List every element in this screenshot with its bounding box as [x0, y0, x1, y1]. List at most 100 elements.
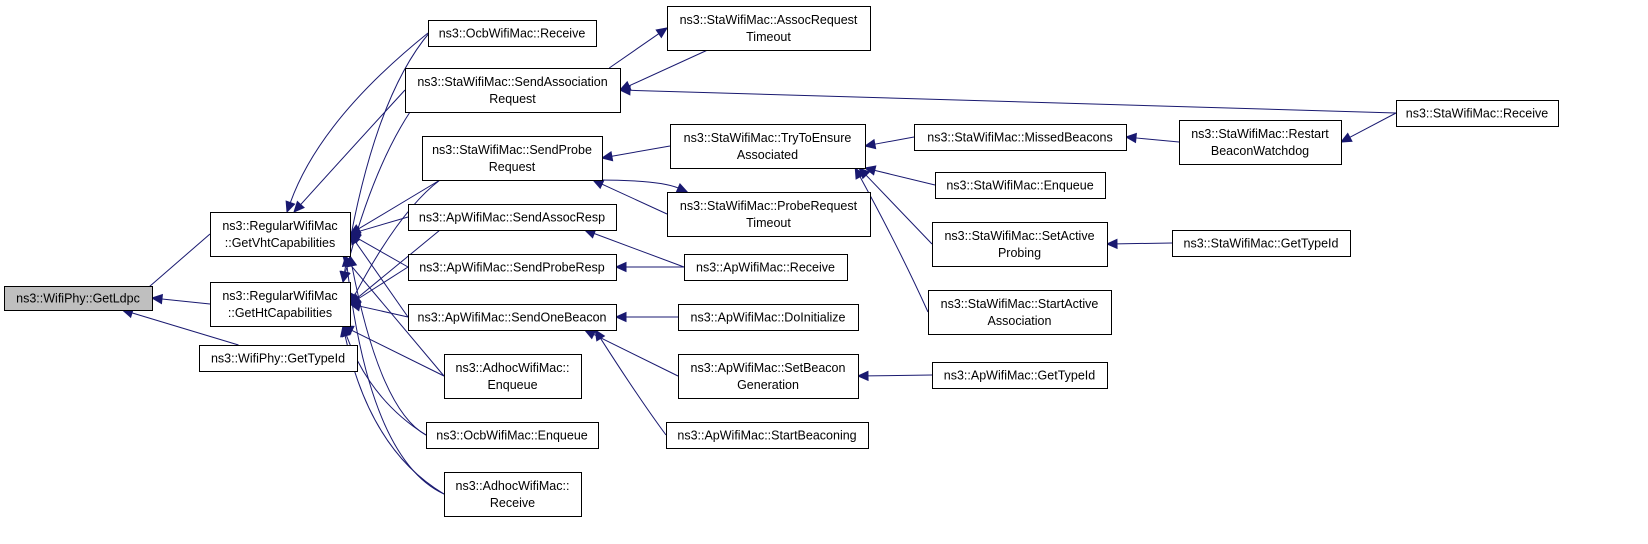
edge-line — [865, 174, 933, 245]
edge-line — [354, 179, 441, 296]
node-staenq[interactable]: ns3::StaWifiMac::Enqueue — [935, 172, 1106, 199]
edge-arrowhead — [340, 324, 351, 338]
edge-line — [874, 136, 915, 145]
edge-arrowhead — [614, 261, 627, 273]
node-starecv[interactable]: ns3::StaWifiMac::Receive — [1396, 100, 1559, 127]
node-label: ns3::ApWifiMac::SendProbeResp — [419, 261, 605, 275]
edge-sendassoc-to-getvht — [293, 89, 406, 213]
edge-arrowhead — [600, 150, 614, 162]
node-box — [932, 222, 1108, 267]
edge-ocbenq-to-getvht — [346, 254, 427, 436]
node-ocbrecv[interactable]: ns3::OcbWifiMac::Receive — [428, 20, 597, 47]
edge-line — [629, 89, 1397, 114]
node-proberesp[interactable]: ns3::ApWifiMac::SendProbeResp — [408, 254, 617, 281]
node-label: Associated — [737, 148, 798, 162]
node-box — [1179, 120, 1342, 165]
node-missed[interactable]: ns3::StaWifiMac::MissedBeacons — [914, 124, 1127, 151]
edge-line — [608, 33, 660, 69]
edge-line — [1349, 112, 1397, 138]
node-startbeacon[interactable]: ns3::ApWifiMac::StartBeaconing — [666, 422, 869, 449]
node-box — [684, 254, 848, 281]
edge-line — [874, 169, 936, 186]
edge-line — [131, 312, 239, 346]
edge-line — [161, 298, 211, 305]
node-label: ns3::AdhocWifiMac:: — [456, 361, 570, 375]
node-box — [1172, 230, 1351, 257]
node-box — [422, 136, 603, 181]
node-label: ns3::StaWifiMac::ProbeRequest — [680, 199, 858, 213]
edge-line — [628, 49, 708, 87]
node-doinit[interactable]: ns3::ApWifiMac::DoInitialize — [678, 304, 859, 331]
node-box — [678, 354, 859, 399]
node-box — [408, 304, 617, 331]
edge-aprecv-to-proberesp — [614, 261, 684, 273]
node-adhocrecv[interactable]: ns3::AdhocWifiMac::Receive — [444, 472, 582, 517]
node-getvht[interactable]: ns3::RegularWifiMac::GetVhtCapabilities — [210, 212, 351, 257]
node-aptypeid[interactable]: ns3::ApWifiMac::GetTypeId — [932, 362, 1108, 389]
edge-arrowhead — [591, 179, 605, 190]
edge-arrowhead — [348, 301, 362, 312]
node-getht[interactable]: ns3::RegularWifiMac::GetHtCapabilities — [210, 282, 351, 327]
node-box — [426, 422, 599, 449]
node-label: ns3::StaWifiMac::SendAssociation — [417, 75, 607, 89]
edge-doinit-to-onebeacon — [614, 311, 678, 323]
edge-line — [867, 374, 933, 377]
node-assocresp[interactable]: ns3::ApWifiMac::SendAssocResp — [408, 204, 617, 231]
node-label: Receive — [490, 496, 535, 510]
node-label: ns3::ApWifiMac::SendAssocResp — [419, 211, 605, 225]
edge-line — [358, 238, 409, 268]
edge-arrowhead — [1105, 238, 1118, 250]
node-ocbenq[interactable]: ns3::OcbWifiMac::Enqueue — [426, 422, 599, 449]
node-label: ns3::StaWifiMac::TryToEnsure — [684, 131, 852, 145]
node-label: Probing — [998, 246, 1041, 260]
node-label: ns3::RegularWifiMac — [222, 289, 337, 303]
edge-arrowhead — [618, 85, 631, 96]
node-statypeid[interactable]: ns3::StaWifiMac::GetTypeId — [1172, 230, 1351, 257]
node-onebeacon[interactable]: ns3::ApWifiMac::SendOneBeacon — [408, 304, 617, 331]
node-label: ::GetHtCapabilities — [228, 306, 332, 320]
node-label: ns3::StaWifiMac::SetActive — [944, 229, 1094, 243]
node-label: Association — [988, 314, 1052, 328]
node-getldpc[interactable]: ns3::WifiPhy::GetLdpc — [4, 286, 153, 311]
edge-line — [300, 89, 406, 205]
edge-arrowhead — [675, 182, 689, 193]
edge-arrowhead — [863, 165, 877, 176]
edge-line — [355, 241, 409, 318]
node-box — [666, 422, 869, 449]
node-aprecv[interactable]: ns3::ApWifiMac::Receive — [684, 254, 848, 281]
node-label: Enqueue — [487, 378, 537, 392]
edge-arrowhead — [594, 328, 606, 342]
node-label: ns3::StaWifiMac::AssocRequest — [680, 13, 858, 27]
edge-missed-to-trytoensure — [863, 136, 915, 150]
node-label: ns3::StaWifiMac::StartActive — [941, 297, 1099, 311]
edge-line — [1116, 242, 1173, 245]
node-box — [428, 20, 597, 47]
edge-arrowhead — [340, 270, 351, 284]
node-box — [444, 354, 582, 399]
edge-line — [600, 338, 667, 436]
node-box — [408, 254, 617, 281]
node-label: ns3::AdhocWifiMac:: — [456, 479, 570, 493]
node-box — [199, 345, 358, 372]
node-box — [667, 6, 871, 51]
edge-onebeacon-to-getht — [348, 301, 409, 318]
node-phytypeid[interactable]: ns3::WifiPhy::GetTypeId — [199, 345, 358, 372]
edge-line — [1135, 137, 1180, 143]
node-box — [935, 172, 1106, 199]
node-label: ns3::WifiPhy::GetLdpc — [16, 292, 140, 306]
node-label: ns3::ApWifiMac::StartBeaconing — [677, 429, 856, 443]
edge-arrowhead — [614, 311, 627, 323]
edge-starecv-to-sendassoc — [618, 85, 1397, 114]
node-adhocenq[interactable]: ns3::AdhocWifiMac::Enqueue — [444, 354, 582, 399]
edge-line — [593, 333, 679, 377]
edge-line — [358, 179, 441, 230]
